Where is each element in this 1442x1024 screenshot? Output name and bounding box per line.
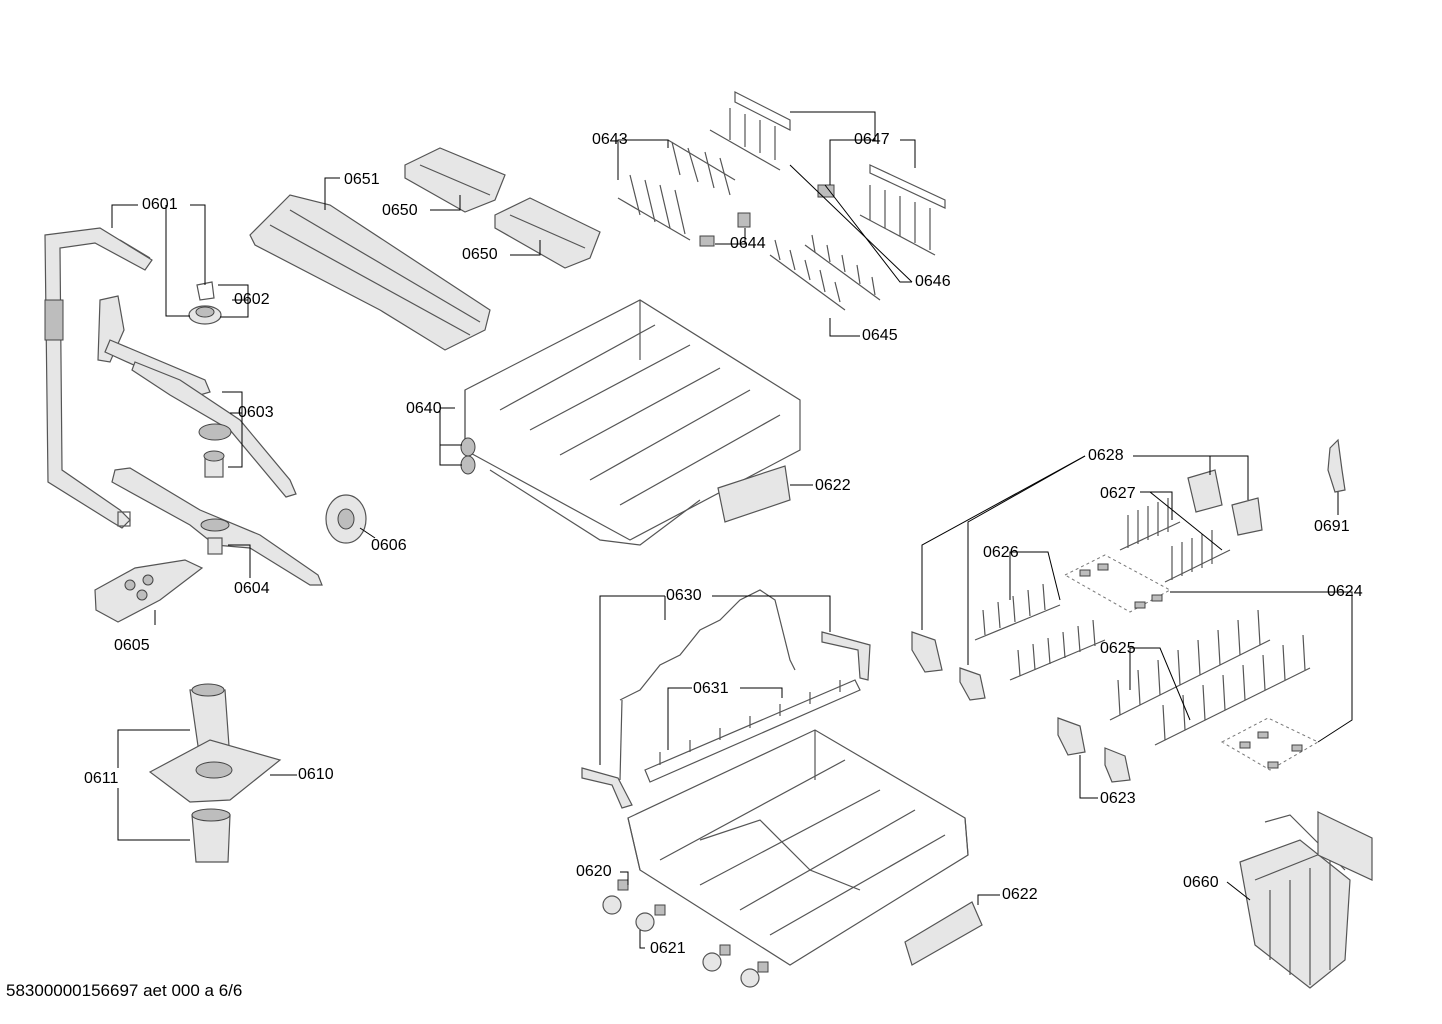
part-label-0660: 0660 [1183, 874, 1219, 891]
clip-part-0691 [1327, 438, 1346, 493]
part-label-0640: 0640 [406, 400, 442, 417]
part-label-0628: 0628 [1088, 447, 1124, 464]
part-label-0622-upper: 0622 [815, 477, 851, 494]
cup-shelf-part-1 [404, 147, 506, 213]
part-label-0620: 0620 [576, 863, 612, 880]
part-label-0602: 0602 [234, 291, 270, 308]
cutlery-basket-part [1239, 811, 1373, 989]
nut-part [188, 281, 222, 325]
tine-rack-part-0643 [617, 139, 736, 241]
part-label-0631: 0631 [693, 680, 729, 697]
holder-part-0623 [911, 631, 1131, 783]
cup-shelf-part-2 [494, 197, 601, 269]
wheel-part-0621 [635, 904, 769, 988]
part-label-0604: 0604 [234, 580, 270, 597]
holder-part-0628 [1187, 469, 1263, 536]
part-label-0646: 0646 [915, 273, 951, 290]
tine-rack-part-0647b [859, 164, 946, 256]
leader-lines [111, 111, 1353, 949]
wheel-part-0620 [602, 879, 629, 915]
basket-top-strip-part [644, 679, 861, 783]
part-label-0626: 0626 [983, 544, 1019, 561]
part-label-0603: 0603 [238, 404, 274, 421]
upper-basket-handle-part [717, 465, 791, 523]
fine-filter-plate-part [94, 559, 204, 623]
document-reference-footer: 58300000156697 aet 000 a 6/6 [6, 981, 243, 1000]
part-label-0601: 0601 [142, 196, 178, 213]
lower-spray-arm-part [111, 467, 323, 586]
part-label-0611: 0611 [84, 770, 119, 787]
part-label-0610: 0610 [298, 766, 334, 783]
clip-set-part-0624 [1063, 554, 1320, 771]
part-label-0651: 0651 [344, 171, 380, 188]
part-label-0647: 0647 [854, 131, 890, 148]
supply-pipe-part [44, 227, 153, 529]
gear-part [325, 494, 367, 544]
part-label-0644: 0644 [730, 235, 766, 252]
basket-rail-part [581, 589, 871, 809]
part-label-0650-lower: 0650 [462, 246, 498, 263]
lower-basket-part [627, 729, 969, 966]
clip-part-0644a [699, 184, 835, 247]
part-label-0621: 0621 [650, 940, 686, 957]
lower-basket-handle-part [904, 901, 983, 966]
tine-rack-part-0626 [974, 583, 1106, 681]
upper-spray-arm-part [97, 295, 297, 498]
cutlery-tray-part [249, 194, 491, 351]
tine-rack-part-0645 [769, 234, 881, 311]
tine-rack-part-0647a [709, 91, 791, 171]
part-label-0623: 0623 [1100, 790, 1136, 807]
part-label-0643: 0643 [592, 131, 628, 148]
tine-rack-part-0625 [1109, 609, 1311, 746]
part-label-0622-lower: 0622 [1002, 886, 1038, 903]
part-label-0624: 0624 [1327, 583, 1363, 600]
tine-rack-part-0627 [1119, 498, 1231, 583]
part-label-0691: 0691 [1314, 518, 1350, 535]
part-label-0630: 0630 [666, 587, 702, 604]
part-label-0605: 0605 [114, 637, 150, 654]
part-label-0625: 0625 [1100, 640, 1136, 657]
part-label-0650-upper: 0650 [382, 202, 418, 219]
sump-filter-part [148, 683, 282, 863]
part-label-0606: 0606 [371, 537, 407, 554]
part-label-0645: 0645 [862, 327, 898, 344]
part-label-0627: 0627 [1100, 485, 1136, 502]
